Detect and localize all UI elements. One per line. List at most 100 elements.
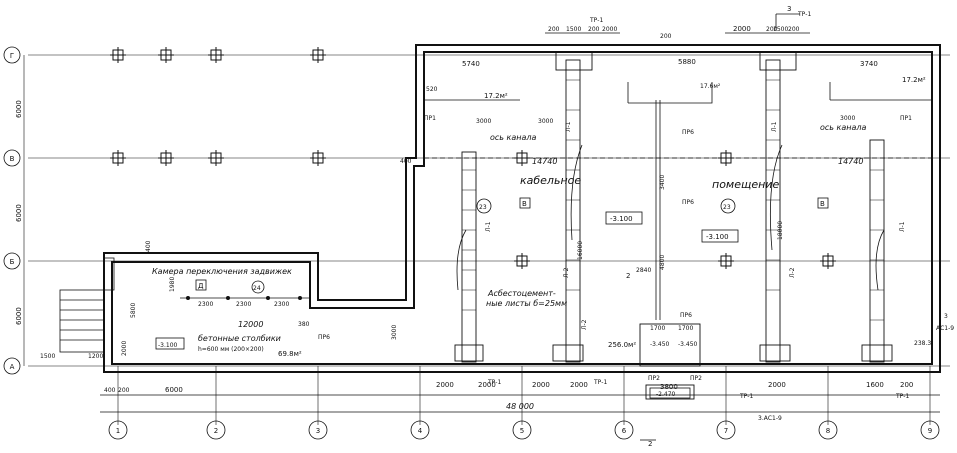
grid-axes <box>28 54 950 425</box>
dim-top-0: 200 <box>548 26 560 33</box>
dim-top-7: 1500 <box>773 26 788 33</box>
channel-axis-2: ось канала <box>820 123 867 132</box>
tp1-6: ТР-1 <box>895 393 909 400</box>
dim-1500: 1500 <box>40 353 55 360</box>
dim-2300-b: 2300 <box>236 301 251 308</box>
axis-label-4: 4 <box>418 427 423 435</box>
tp1-1: ТР-1 <box>589 17 603 24</box>
chamber-mark: Д <box>198 282 204 290</box>
dim-bottom-3: 2000 <box>436 381 454 389</box>
dim-bottom-6: 2000 <box>570 381 588 389</box>
dim-top-1: 1500 <box>566 26 581 33</box>
bottom-dimensions: 48 000 400 200 6000 2000 2000 2000 2000 … <box>100 381 940 413</box>
room-mark-2: В <box>820 200 825 208</box>
level-5: -3.450 <box>650 341 670 348</box>
pr1-right: ПР1 <box>900 115 912 122</box>
dim-16000: 16000 <box>577 241 584 260</box>
axis-label-6: 6 <box>622 427 627 435</box>
vertical-axis-markers: Г В Б А 6000 6000 6000 <box>3 46 25 375</box>
dim-top-5: 2000 <box>733 25 751 33</box>
asbestos-note-1: Асбестоцемент- <box>487 289 556 298</box>
l1-3: Л-1 <box>485 221 492 232</box>
dim-bottom-2: 6000 <box>165 386 183 394</box>
dim-top-3: 2000 <box>602 26 617 33</box>
dim-5740: 5740 <box>462 60 480 68</box>
dim-4800: 4800 <box>659 255 666 270</box>
dim-top-8: 200 <box>788 26 800 33</box>
tp1-5: ТР-1 <box>739 393 753 400</box>
l2-2: Л-2 <box>789 267 796 278</box>
dim-2300-c: 2300 <box>274 301 289 308</box>
concrete-note-2: h=600 мм (200×200) <box>198 346 264 353</box>
dim-14740-b: 14740 <box>838 157 863 166</box>
l1-2: Л-1 <box>771 121 778 132</box>
dim-bottom-4: 2000 <box>478 381 496 389</box>
area-1: 17.2м² <box>484 92 508 100</box>
internal-lines <box>180 82 932 320</box>
level-3: -3.100 <box>158 342 178 349</box>
area-3: 17.2м² <box>902 76 926 84</box>
dim-2840: 2840 <box>636 267 651 274</box>
section-3-top: 3 <box>787 5 791 13</box>
dim-vert-2: 6000 <box>15 204 23 222</box>
dim-18000: 18000 <box>777 221 784 240</box>
asbestos-note-2: ные листы б=25мм <box>486 299 567 308</box>
area-2: 17.6м² <box>700 83 721 90</box>
tp1-4: ТР-1 <box>593 379 607 386</box>
area-5: 256.0м² <box>608 341 636 349</box>
pr2-1: ПР2 <box>648 375 660 382</box>
annotations: ось канала ось канала ПР1 ПР1 ПР6 ПР6 ПР… <box>198 11 954 448</box>
entry-stairs <box>59 257 115 353</box>
dim-1700-b: 1700 <box>678 325 693 332</box>
level-marks: -3.100 -3.100 -3.100 -2.470 -3.450 -3.45… <box>155 211 739 399</box>
dim-bottom-7: 3800 <box>660 383 678 391</box>
dim-3000-b: 3000 <box>538 118 553 125</box>
l1-1: Л-1 <box>565 121 572 132</box>
pr6-3: ПР6 <box>680 312 692 319</box>
pr6-2: ПР6 <box>682 199 694 206</box>
dim-520: 520 <box>426 86 438 93</box>
dim-bottom-10: 200 <box>900 381 913 389</box>
dim-3000-a: 3000 <box>476 118 491 125</box>
room-number-left: 23 <box>479 204 487 211</box>
horizontal-axis-markers: 1 2 3 4 5 6 7 8 9 <box>108 420 940 440</box>
dim-14740-a: 14740 <box>532 157 557 166</box>
dim-3000-c: 3000 <box>840 115 855 122</box>
section-3-right: 3 <box>944 313 948 320</box>
elev-238: 238.3 <box>914 340 931 347</box>
dim-12000: 12000 <box>238 320 263 329</box>
area-4: 69.8м² <box>278 350 302 358</box>
pr6-1: ПР6 <box>682 129 694 136</box>
area-marks: 17.2м² 17.6м² 17.2м² 69.8м² 256.0м² <box>278 76 926 358</box>
axis-label-b: Б <box>10 258 15 266</box>
level-6: -3.450 <box>678 341 698 348</box>
dim-bottom-5: 2000 <box>532 381 550 389</box>
dim-2000-v: 2000 <box>121 341 128 356</box>
ref-as-2: АС1-9 <box>936 325 954 332</box>
dim-3400: 3400 <box>659 175 666 190</box>
axis-label-1: 1 <box>116 427 120 435</box>
dim-1700-a: 1700 <box>650 325 665 332</box>
section-2-top: 2 <box>626 272 630 280</box>
axis-label-v: В <box>10 155 15 163</box>
dim-380: 380 <box>298 321 310 328</box>
dim-bottom-9: 1600 <box>866 381 884 389</box>
axis-label-5: 5 <box>520 427 524 435</box>
dim-vert-3: 6000 <box>15 307 23 325</box>
dim-bottom-0: 400 <box>104 387 116 394</box>
section-2-bottom: 2 <box>648 440 652 448</box>
tp1-3: ТР-1 <box>487 379 501 386</box>
chamber-number: 24 <box>253 285 261 292</box>
dim-overall-length: 48 000 <box>506 402 534 411</box>
dim-3000-d: 3000 <box>391 325 398 340</box>
dim-400-a: 400 <box>400 158 412 165</box>
room-mark-1: В <box>522 200 527 208</box>
room-number-right: 23 <box>723 204 731 211</box>
axis-label-3: 3 <box>316 427 320 435</box>
dim-3740: 3740 <box>860 60 878 68</box>
cable-room-word-1: кабельное <box>520 174 581 187</box>
misc-dimensions: 5740 5880 3740 14740 14740 12000 3000 30… <box>40 58 931 360</box>
cable-channels <box>454 51 893 400</box>
dim-5880: 5880 <box>678 58 696 66</box>
dim-top-4: 200 <box>660 33 672 40</box>
